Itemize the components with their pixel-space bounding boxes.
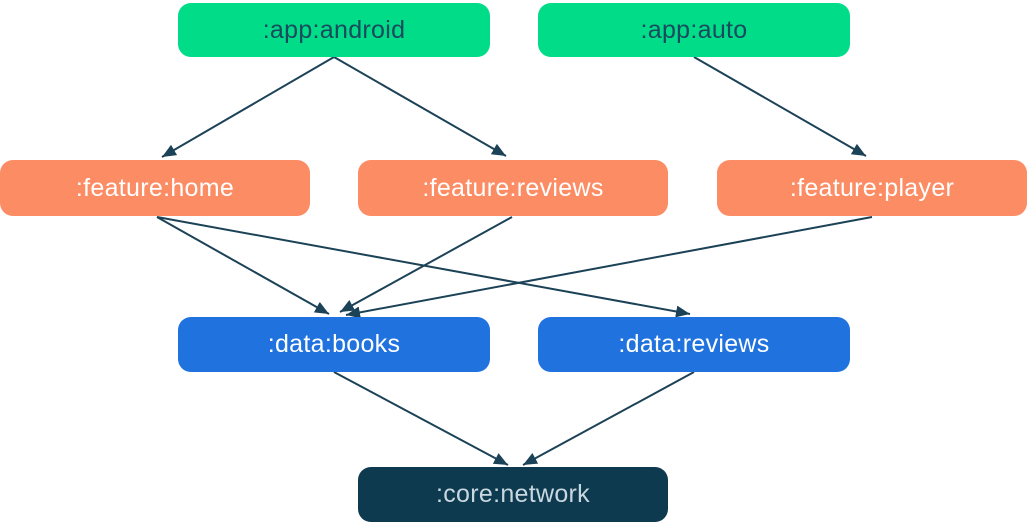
- edge-data-books-to-core-network: [333, 371, 509, 466]
- edge-app-android-to-feature-home: [161, 56, 335, 158]
- edge-app-auto-to-feature-player: [693, 56, 867, 157]
- node-app-android: :app:android: [178, 3, 490, 57]
- edge-feature-player-to-data-books: [345, 216, 873, 319]
- node-feature-home: :feature:home: [0, 160, 310, 216]
- node-feature-player: :feature:player: [717, 160, 1027, 216]
- node-core-network: :core:network: [358, 467, 668, 522]
- node-data-reviews: :data:reviews: [538, 317, 850, 372]
- edge-feature-reviews-to-data-books: [339, 216, 513, 313]
- edge-feature-home-to-data-books: [156, 216, 330, 315]
- edge-feature-home-to-data-reviews: [156, 216, 691, 318]
- edge-app-android-to-feature-reviews: [333, 56, 507, 157]
- node-data-books: :data:books: [178, 317, 490, 372]
- node-app-auto: :app:auto: [538, 3, 850, 57]
- node-feature-reviews: :feature:reviews: [358, 160, 668, 216]
- edge-data-reviews-to-core-network: [522, 371, 695, 466]
